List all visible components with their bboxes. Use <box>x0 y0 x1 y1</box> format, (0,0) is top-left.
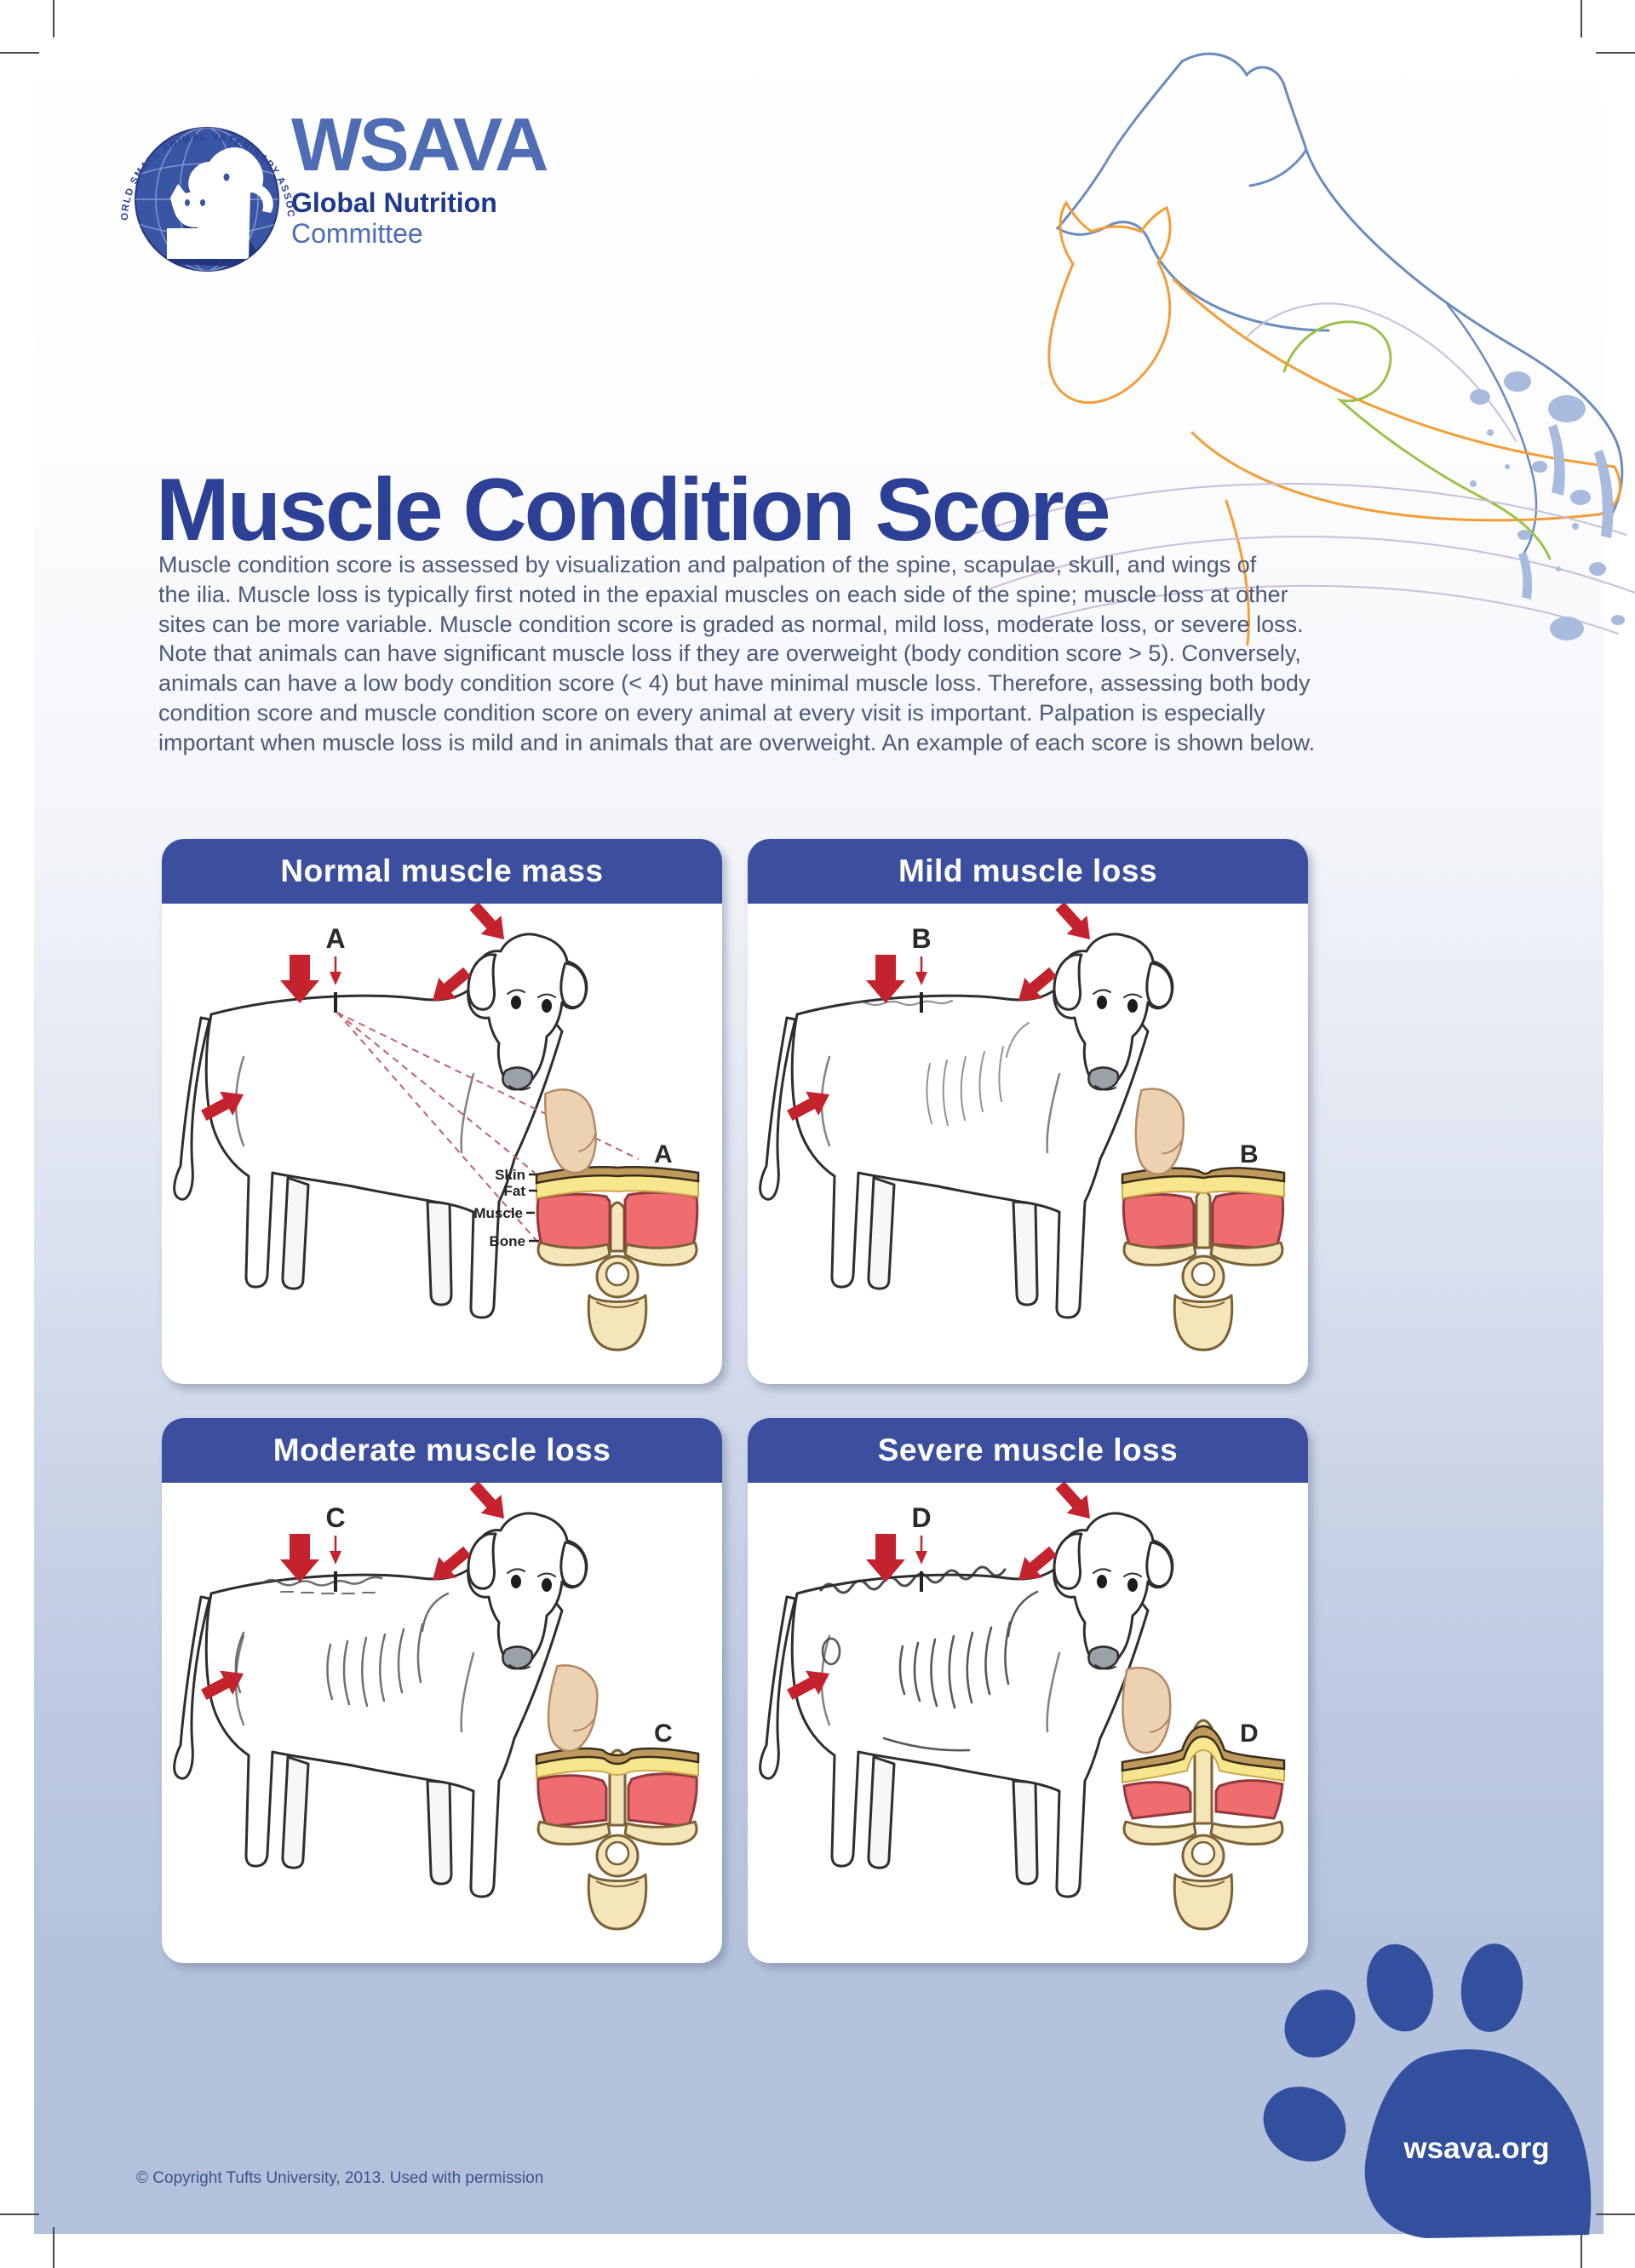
dog-illustration-mild: B B <box>759 904 1308 1384</box>
panel-moderate-body: C C <box>162 1483 722 1963</box>
crop-mark <box>1580 2227 1582 2268</box>
dog-illustration-normal: A A Skin Fat Muscle Bone <box>173 904 722 1384</box>
crop-mark <box>1596 2213 1635 2215</box>
intro-line: animals can have a low body condition sc… <box>158 670 1311 697</box>
brand-program: Global Nutrition <box>291 187 497 218</box>
dog-illustration-severe: D D <box>759 1483 1308 1963</box>
copyright-notice: © Copyright Tufts University, 2013. Used… <box>136 2169 544 2187</box>
cross-section-normal: A <box>533 1086 698 1350</box>
svg-text:D: D <box>911 1502 931 1533</box>
wsava-logo: THE WORLD SMALL ANIMAL VETERINARY ASSOCI… <box>118 82 295 272</box>
paw-print: wsava.org <box>1263 1944 1592 2238</box>
cross-section-mild: B <box>1114 1083 1284 1350</box>
svg-text:Fat: Fat <box>504 1183 526 1199</box>
spine-marker: C <box>325 1502 346 1592</box>
svg-text:A: A <box>654 1140 673 1168</box>
brand-block: WSAVA Global Nutrition Committee <box>291 102 548 249</box>
svg-text:A: A <box>325 923 345 954</box>
spine-marker: A <box>325 923 346 1013</box>
cross-section-severe: D <box>1102 1662 1284 1929</box>
intro-line: Note that animals can have significant m… <box>158 640 1301 667</box>
svg-text:Bone: Bone <box>490 1233 526 1249</box>
spine-marker: D <box>911 1502 932 1592</box>
layer-labels: Skin Fat Muscle Bone <box>473 1167 539 1249</box>
crop-mark <box>0 52 39 54</box>
crop-mark <box>0 2213 39 2215</box>
intro-line: condition score and muscle condition sco… <box>158 699 1265 726</box>
panel-severe: Severe muscle loss D D <box>748 1418 1308 1963</box>
intro-paragraph: Muscle condition score is assessed by vi… <box>158 550 1453 758</box>
svg-text:Muscle: Muscle <box>473 1205 523 1221</box>
panel-mild: Mild muscle loss B B <box>748 839 1308 1384</box>
cross-section-moderate: C <box>525 1659 698 1929</box>
panel-severe-title: Severe muscle loss <box>748 1418 1308 1483</box>
svg-text:C: C <box>325 1502 345 1533</box>
intro-line: sites can be more variable. Muscle condi… <box>158 611 1304 637</box>
brand-committee: Committee <box>291 218 423 249</box>
panel-moderate: Moderate muscle loss C C <box>162 1418 722 1963</box>
panel-severe-body: D D <box>748 1483 1308 1963</box>
panel-normal: Normal muscle mass A A <box>162 839 722 1384</box>
intro-line: Muscle condition score is assessed by vi… <box>158 552 1257 577</box>
panel-mild-title: Mild muscle loss <box>748 839 1308 904</box>
crop-mark <box>1596 52 1635 54</box>
page-title: Muscle Condition Score <box>156 460 1111 560</box>
intro-line: important when muscle loss is mild and i… <box>158 729 1316 755</box>
dog-illustration-moderate: C C <box>173 1483 722 1963</box>
crop-mark <box>53 0 54 37</box>
crop-mark <box>53 2227 54 2268</box>
panel-normal-title: Normal muscle mass <box>162 839 722 904</box>
svg-text:B: B <box>1240 1140 1259 1168</box>
crop-mark <box>1580 0 1582 37</box>
panel-normal-body: A A Skin Fat Muscle Bone <box>162 904 722 1384</box>
spine-marker: B <box>911 923 932 1013</box>
brand-acronym: WSAVA <box>291 102 548 187</box>
svg-text:B: B <box>911 923 931 954</box>
panel-moderate-title: Moderate muscle loss <box>162 1418 722 1483</box>
website-link[interactable]: wsava.org <box>1403 2132 1549 2165</box>
intro-line: the ilia. Muscle loss is typically first… <box>158 581 1288 607</box>
paint-splatter <box>1470 371 1625 640</box>
svg-text:D: D <box>1240 1720 1259 1748</box>
score-panels: Normal muscle mass A A <box>162 839 1308 1963</box>
svg-text:Skin: Skin <box>495 1167 525 1183</box>
decorative-animal-lineart <box>971 52 1635 646</box>
panel-mild-body: B B <box>748 904 1308 1384</box>
svg-text:C: C <box>654 1720 673 1748</box>
